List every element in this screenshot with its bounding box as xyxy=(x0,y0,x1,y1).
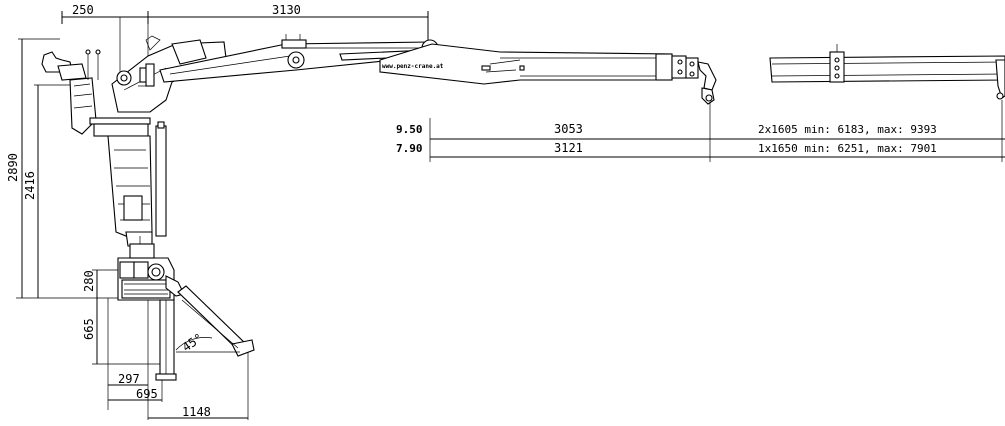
dim-2416: 2416 xyxy=(23,171,37,200)
dim-297: 297 xyxy=(118,372,140,386)
dim-695: 695 xyxy=(136,387,158,401)
dim-45-deg: 45° xyxy=(180,331,206,355)
extension-boom xyxy=(769,44,1005,100)
reach-table: 9.50 3053 2x1605 min: 6183, max: 9393 7.… xyxy=(396,100,1005,162)
dim-665: 665 xyxy=(82,318,96,340)
crane-base xyxy=(117,243,185,301)
operator-seat xyxy=(41,49,151,137)
reach-value-3121: 3121 xyxy=(554,141,583,155)
dim-2890: 2890 xyxy=(6,153,20,182)
crane-column xyxy=(107,121,167,256)
reach-value-3053: 3053 xyxy=(554,122,583,136)
reach-label-7-90: 7.90 xyxy=(396,142,423,155)
reach-label-9-50: 9.50 xyxy=(396,123,423,136)
outer-boom: www.penz-crane.at xyxy=(379,43,717,105)
dim-280: 280 xyxy=(82,270,96,292)
dim-250: 250 xyxy=(72,3,94,17)
boom-url-text: www.penz-crane.at xyxy=(382,63,444,70)
dim-1148: 1148 xyxy=(182,405,211,419)
dim-3130: 3130 xyxy=(272,3,301,17)
bottom-dimensions: 280 665 297 695 1148 xyxy=(82,269,249,420)
reach-value-1x1650: 1x1650 min: 6251, max: 7901 xyxy=(758,142,937,155)
reach-value-2x1605: 2x1605 min: 6183, max: 9393 xyxy=(758,123,937,136)
stabilizer-legs: 45° xyxy=(155,285,255,381)
height-dimensions: 2890 2416 xyxy=(6,38,120,299)
